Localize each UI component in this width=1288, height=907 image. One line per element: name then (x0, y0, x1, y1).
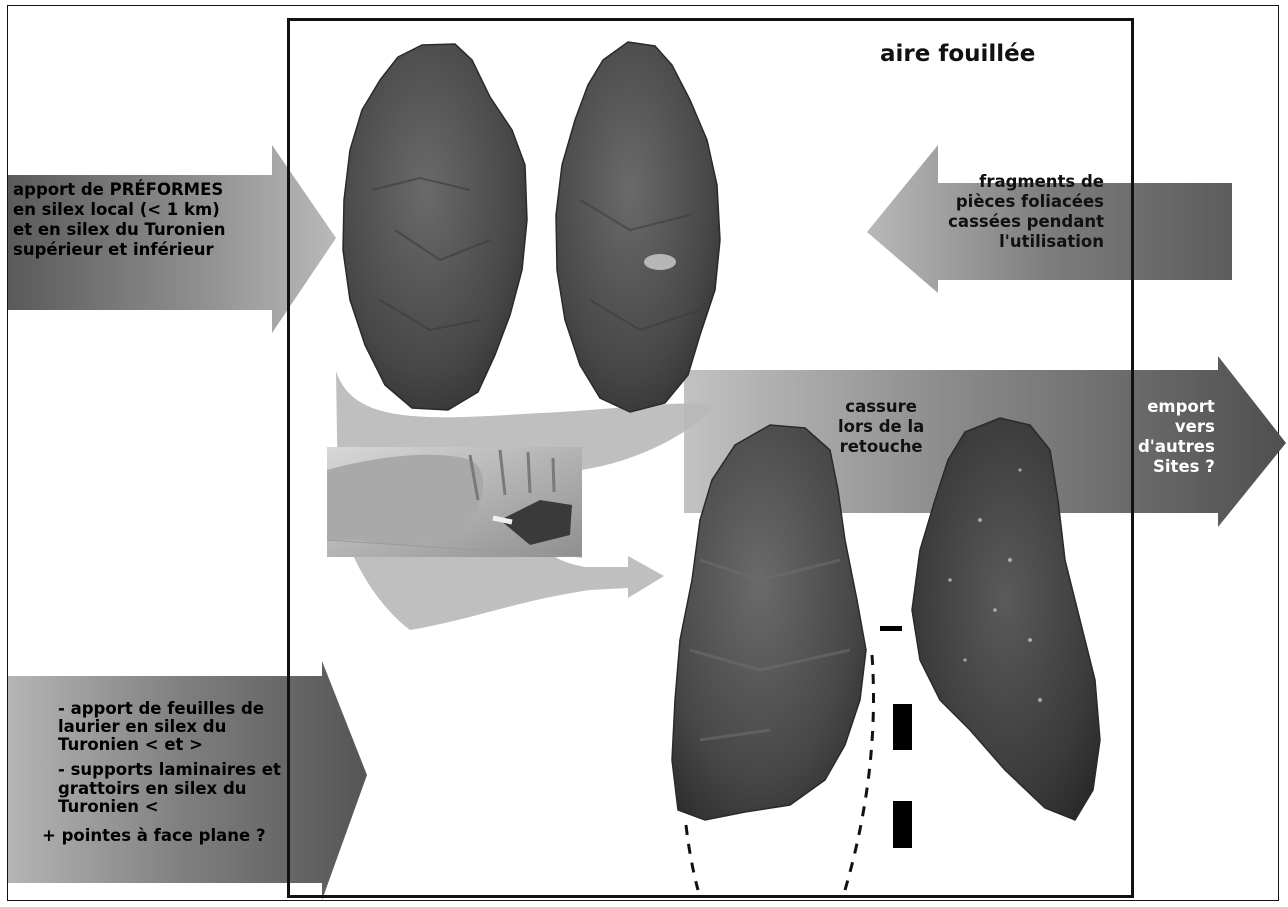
label-breakage: cassure lors de la retouche (838, 397, 924, 457)
label-fragments: fragments de pièces foliacées cassées pe… (948, 172, 1104, 253)
label-incoming-preforms: apport de PRÉFORMES en silex local (< 1 … (13, 180, 226, 261)
excavated-area-title: aire fouillée (880, 40, 1035, 68)
label-incoming-leaves: - apport de feuilles de laurier en silex… (58, 700, 281, 845)
label-export: emport vers d'autres Sites ? (1138, 397, 1215, 478)
excavated-area-frame (287, 18, 1134, 898)
